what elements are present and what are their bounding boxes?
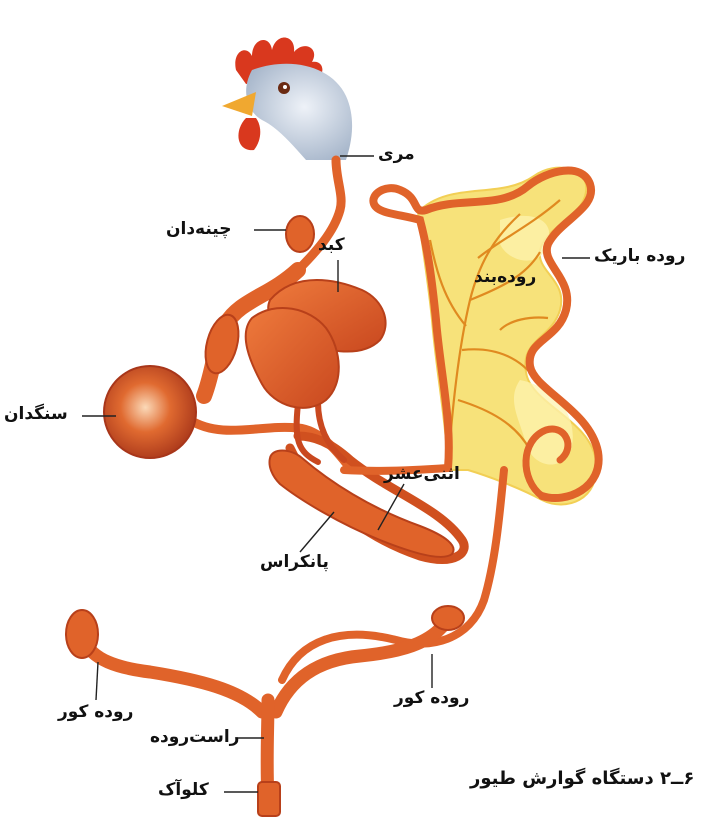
label-esophagus: مری (378, 146, 415, 163)
label-cloaca: کلوآک (158, 782, 209, 799)
label-rectum: راست‌روده (150, 729, 239, 746)
label-duodenum: اثنی‌عشر (384, 466, 460, 483)
cecum-right-organ (432, 606, 464, 630)
label-mesentery: روده‌بند (474, 269, 536, 286)
chicken-head (222, 37, 352, 160)
label-crop: چینه‌دان (166, 221, 232, 238)
beak (222, 92, 256, 116)
wattle (238, 118, 260, 150)
label-small-intestine: روده باریک (594, 248, 685, 265)
crop-organ (286, 216, 314, 252)
cloaca-organ (258, 782, 280, 816)
label-pancreas: پانکراس (260, 554, 329, 571)
label-liver: کبد (318, 237, 345, 254)
cecum-left-organ (66, 610, 98, 658)
label-cecum-left: روده کور (58, 704, 133, 721)
figure-caption: ۶ــ۲ دستگاه گوارش طیور (470, 770, 694, 788)
label-cecum-right: روده کور (394, 690, 469, 707)
gizzard-organ (104, 366, 196, 458)
label-gizzard: سنگدان (4, 406, 68, 423)
head-feathers (246, 64, 352, 160)
